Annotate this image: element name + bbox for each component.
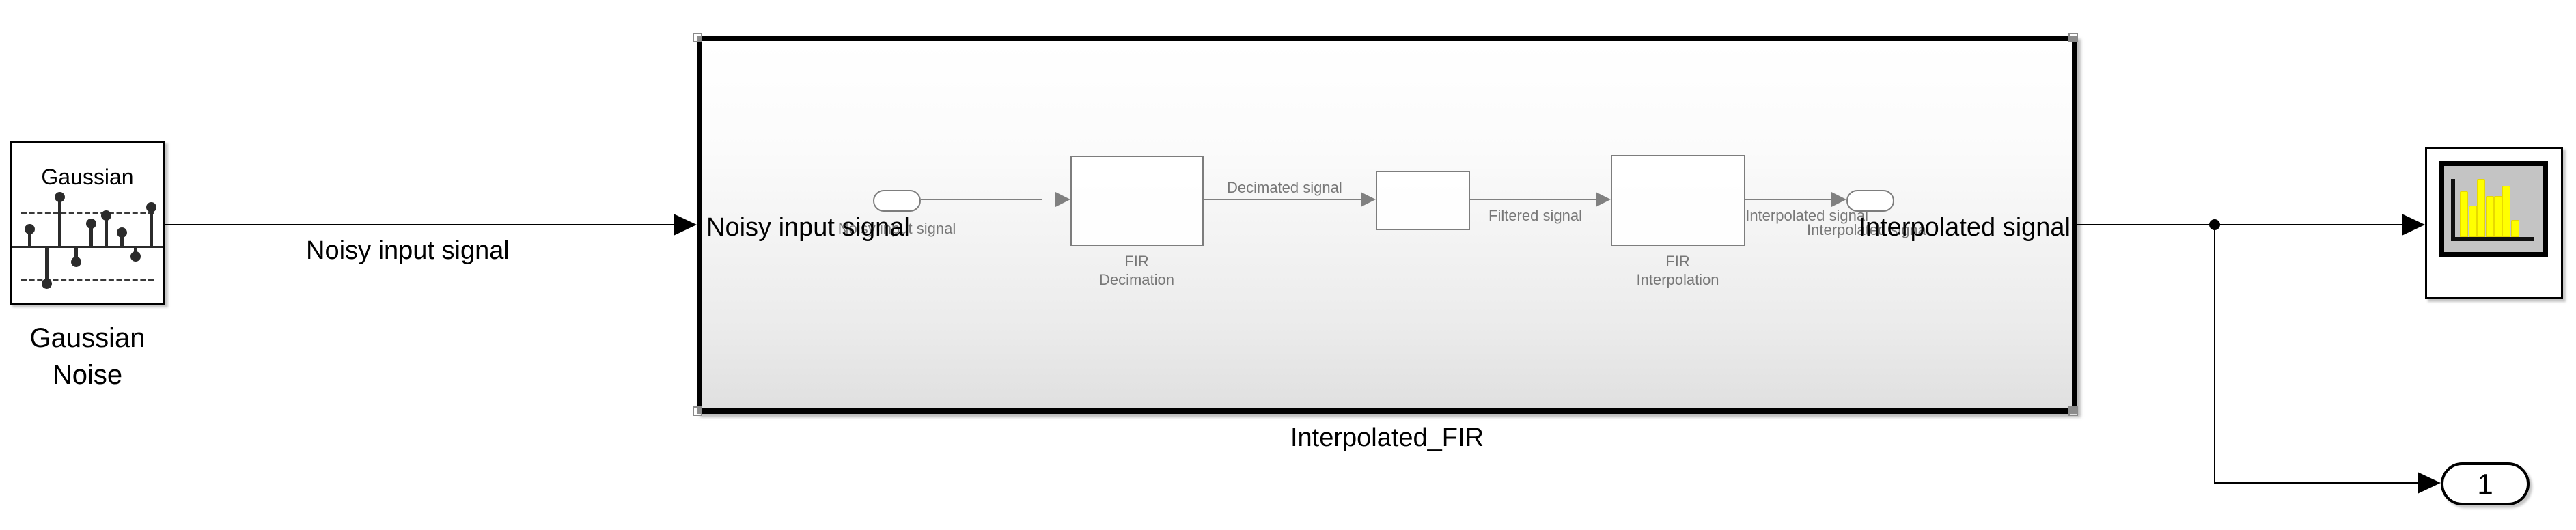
subsystem-handle-bottom-left[interactable] (693, 406, 702, 416)
wire-subsystem-to-scope[interactable] (2077, 224, 2402, 225)
interpolated-fir-subsystem[interactable]: Noisy input signal Interpolated signal N… (697, 36, 2077, 414)
fir-decimation-block[interactable] (1070, 156, 1204, 246)
arrowhead-scope-input (2402, 214, 2425, 236)
inner-wire-2[interactable] (1204, 199, 1361, 200)
scope-histogram-bar (2469, 206, 2477, 237)
scope-histogram-bar (2477, 179, 2485, 237)
arrowhead-subsystem-input (674, 214, 697, 236)
fir-interpolation-name-line1: FIR (1665, 253, 1690, 270)
fir-decimation-name-line1: FIR (1124, 253, 1149, 270)
fir-interpolation-block[interactable] (1611, 155, 1745, 246)
wire-noise-to-subsystem[interactable] (163, 224, 674, 225)
wire-branch-vertical[interactable] (2214, 225, 2215, 483)
subsystem-port-label-out: Interpolated signal (1858, 213, 2071, 242)
inner-wire-4[interactable] (1745, 199, 1831, 200)
inner-arrowhead-1 (1055, 192, 1070, 207)
inner-inport-name: Noisy input signal (837, 220, 956, 237)
subsystem-port-label-in: Noisy input signal (706, 213, 910, 242)
subsystem-handle-top-right[interactable] (2068, 33, 2078, 42)
wire-branch-to-outport[interactable] (2214, 482, 2418, 484)
inner-arrowhead-4 (1831, 192, 1846, 207)
gaussian-noise-block[interactable]: Gaussian (10, 141, 165, 305)
inner-wire-label-filtered: Filtered signal (1488, 207, 1582, 224)
inner-wire-3[interactable] (1470, 199, 1596, 200)
inner-outport-block[interactable] (1846, 190, 1894, 212)
inner-wire-label-decimated: Decimated signal (1227, 179, 1342, 196)
inner-wire-label-interpolated: Interpolated signal (1745, 207, 1868, 224)
inner-arrowhead-2 (1361, 192, 1376, 207)
scope-histogram-bar (2460, 191, 2468, 237)
scope-histogram-bar (2486, 196, 2494, 237)
outport-1-block[interactable]: 1 (2441, 462, 2530, 505)
scope-x-axis (2451, 237, 2534, 241)
filter-block[interactable] (1376, 171, 1470, 230)
fir-interpolation-name-line2: Interpolation (1636, 271, 1719, 288)
fir-decimation-name-line2: Decimation (1098, 271, 1175, 288)
inner-arrowhead-3 (1596, 192, 1611, 207)
gaussian-icon-title: Gaussian (41, 165, 134, 189)
inner-inport-block[interactable] (873, 190, 921, 212)
subsystem-title: Interpolated_FIR (1290, 423, 1484, 452)
arrowhead-outport-input (2418, 472, 2441, 494)
subsystem-handle-bottom-right[interactable] (2068, 406, 2078, 416)
scope-display-icon (2439, 161, 2548, 257)
subsystem-handle-top-left[interactable] (693, 33, 702, 42)
scope-histogram-bar (2511, 220, 2519, 237)
scope-y-axis (2451, 179, 2455, 241)
scope-histogram-bar (2494, 196, 2502, 237)
inner-outport-name: Interpolated signal (1807, 221, 1930, 238)
inner-wire-1[interactable] (921, 199, 1042, 200)
gaussian-noise-block-name: Gaussian Noise (29, 323, 146, 390)
scope-block[interactable] (2425, 147, 2563, 299)
scope-histogram-bar (2502, 186, 2510, 237)
wire-label-noisy-input-signal: Noisy input signal (306, 236, 510, 265)
